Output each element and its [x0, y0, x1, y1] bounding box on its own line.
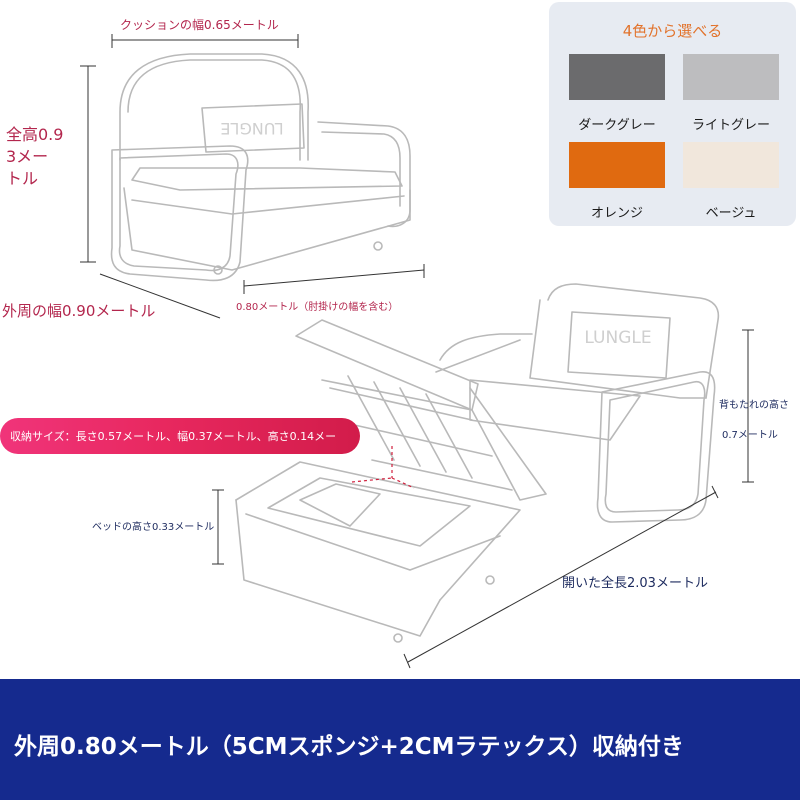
swatch-beige[interactable] — [683, 142, 779, 188]
outer-width-label: 外周の幅0.90メートル — [2, 302, 156, 320]
storage-size-label: 収納サイズ：長さ0.57メートル、幅0.37メートル、高さ0.14メー — [10, 430, 337, 443]
depth-with-armrest-label: 0.80メートル（肘掛けの幅を含む） — [236, 302, 399, 313]
footer-text: 外周0.80メートル（5CMスポンジ+2CMラテックス）収納付き — [14, 734, 684, 760]
cushion-width-label: クッションの幅0.65メートル — [120, 18, 279, 32]
bed-height-label: ベッドの高さ0.33メートル — [92, 522, 215, 533]
swatch-dark-gray[interactable] — [569, 54, 665, 100]
color-options-card: 4色から選べる ダークグレー ライトグレー オレンジ ベージュ — [549, 2, 796, 226]
backrest-height-value: 0.7メートル — [722, 430, 778, 441]
pillow-logo-text: LUNGLE — [220, 119, 283, 138]
open-length-label: 開いた全長2.03メートル — [562, 576, 708, 591]
footer-banner — [0, 679, 800, 800]
swatch-beige-label: ベージュ — [705, 206, 757, 221]
total-height-label: 全高0.9 3メー トル — [6, 125, 64, 188]
color-options-title: 4色から選べる — [622, 22, 723, 40]
backrest-height-label: 背もたれの高さ — [719, 400, 789, 411]
pillow-logo-text-2: LUNGLE — [584, 328, 651, 348]
swatch-light-gray[interactable] — [683, 54, 779, 100]
swatch-dark-gray-label: ダークグレー — [578, 118, 656, 133]
swatch-orange-label: オレンジ — [590, 206, 643, 221]
swatch-orange[interactable] — [569, 142, 665, 188]
swatch-light-gray-label: ライトグレー — [691, 118, 770, 133]
sofa-bed-illustration: LUNGLE LUNGLE — [80, 34, 754, 669]
storage-size-banner — [0, 418, 360, 454]
